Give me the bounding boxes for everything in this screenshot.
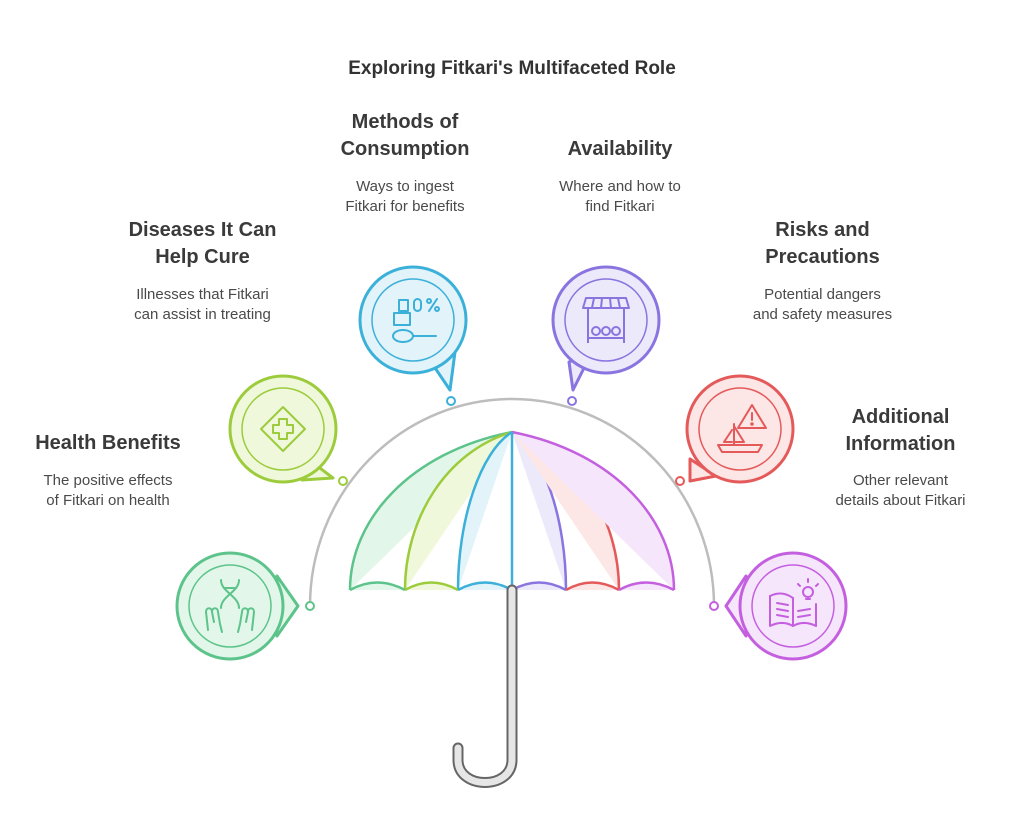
heading-risks: Risks and Precautions — [765, 219, 880, 268]
book-bulb-icon — [769, 578, 819, 627]
heading-diseases: Diseases It Can Help Cure — [128, 219, 277, 268]
umbrella-handle — [454, 586, 516, 786]
description-diseases: Illnesses that Fitkari can assist in tre… — [134, 286, 271, 323]
description-availability: Where and how to find Fitkari — [559, 178, 681, 215]
description-consumption: Ways to ingest Fitkari for benefits — [345, 178, 465, 215]
anchor-dot-additional — [709, 601, 719, 611]
description-health-benefits: The positive effects of Fitkari on healt… — [43, 472, 173, 509]
bubble-availability — [551, 265, 661, 392]
bubble-additional — [724, 551, 848, 661]
medical-cross-icon — [260, 406, 306, 452]
description-additional: Other relevant details about Fitkari — [835, 472, 966, 509]
anchor-dot-diseases — [338, 476, 348, 486]
anchor-dot-consumption — [446, 396, 456, 406]
heading-additional: Additional Information — [845, 406, 956, 455]
heading-consumption: Methods of Consumption — [340, 111, 470, 160]
anchor-dot-risks — [675, 476, 685, 486]
description-risks: Potential dangers and safety measures — [752, 286, 893, 323]
warning-boat-icon — [717, 404, 767, 453]
heading-health-benefits: Health Benefits — [35, 432, 181, 454]
anchor-dot-availability — [567, 396, 577, 406]
bubble-health-benefits — [175, 551, 300, 661]
bubble-risks — [685, 374, 795, 484]
spoon-pills-icon — [392, 298, 440, 343]
diagram-title: Exploring Fitkari's Multifaceted Role — [348, 58, 676, 79]
umbrella-canopy — [348, 430, 676, 594]
outer-arc — [308, 397, 716, 607]
bubble-consumption — [358, 265, 468, 392]
bubble-diseases — [228, 374, 338, 484]
hands-dna-icon — [205, 579, 255, 633]
anchor-dot-health — [305, 601, 315, 611]
umbrella-handle-outline — [452, 584, 518, 788]
heading-availability: Availability — [567, 138, 673, 160]
market-stall-icon — [582, 297, 630, 343]
